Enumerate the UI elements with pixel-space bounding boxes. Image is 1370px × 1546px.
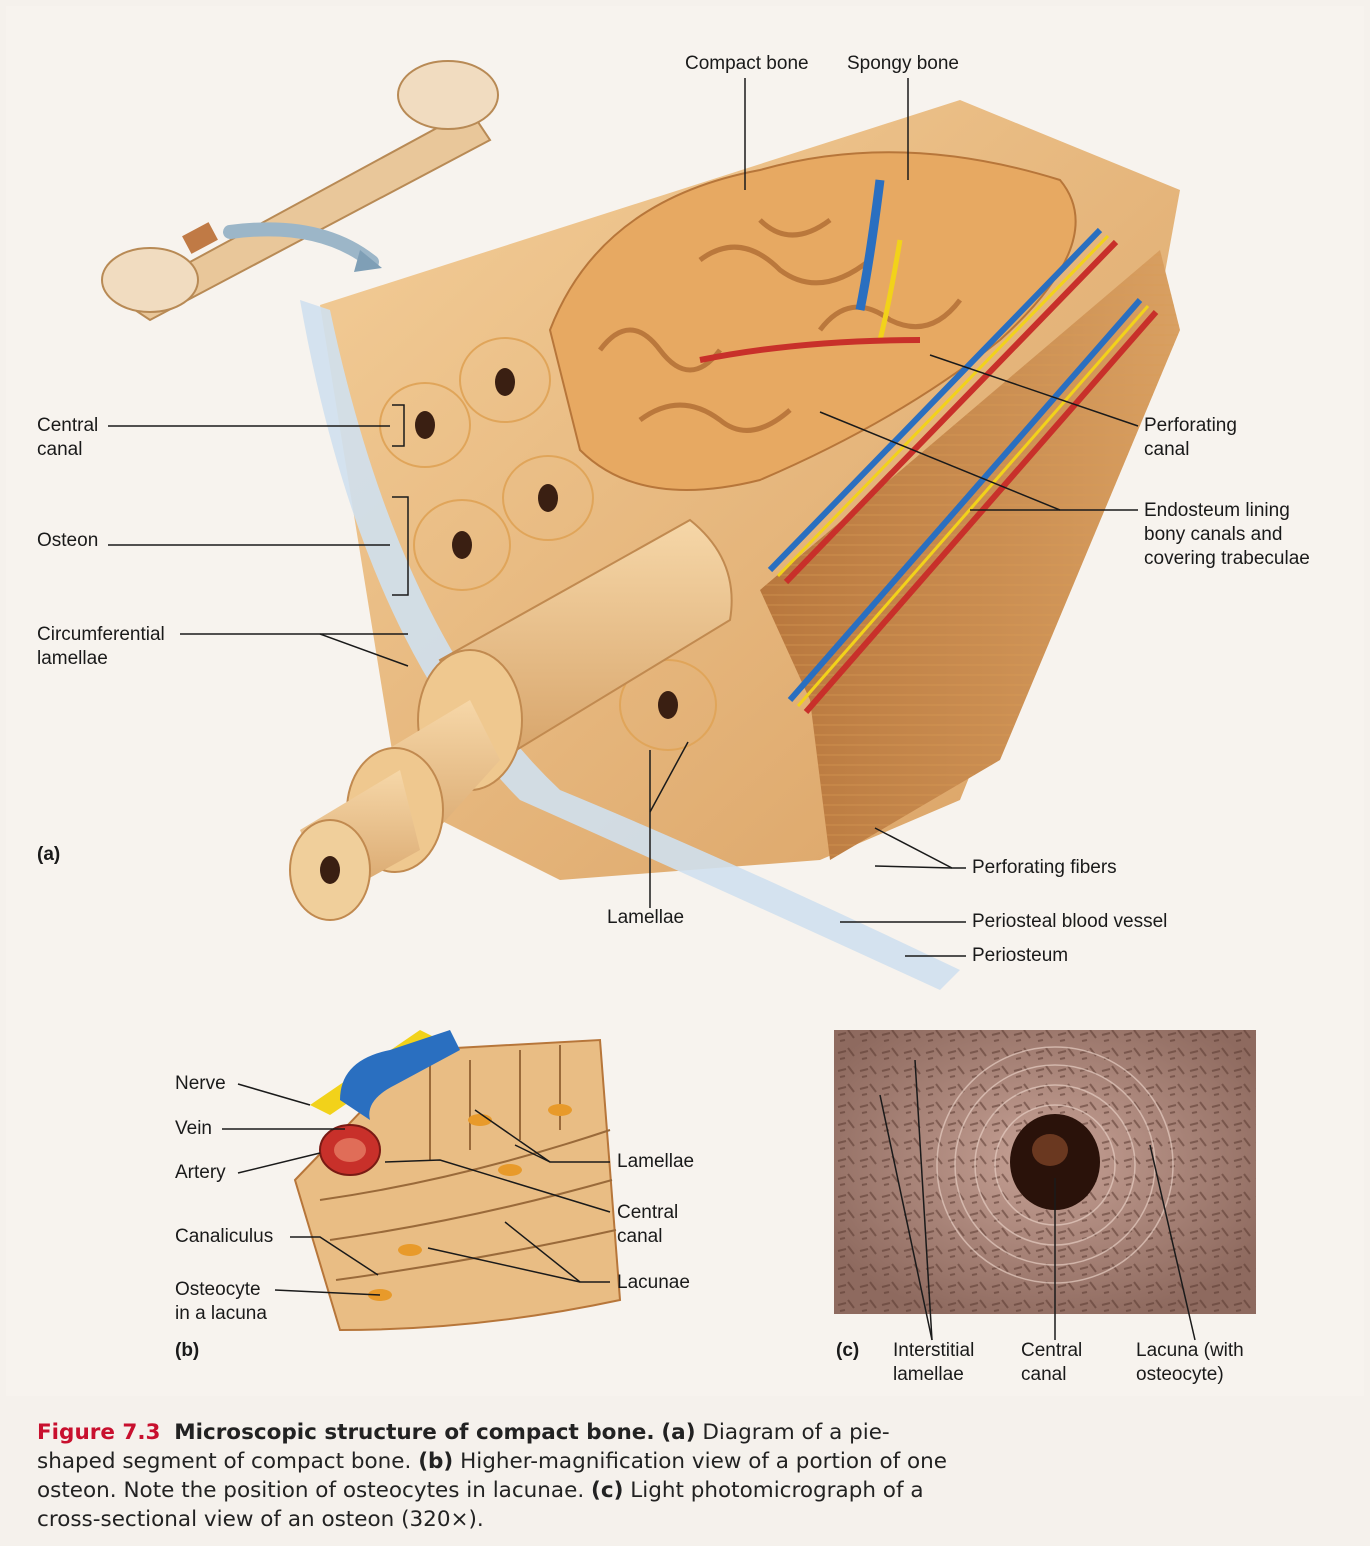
label-central-canal-c: Central canal bbox=[1021, 1339, 1082, 1387]
label-circumferential-lamellae: Circumferential lamellae bbox=[37, 623, 165, 671]
label-canaliculus: Canaliculus bbox=[175, 1225, 273, 1249]
osteon-closeup bbox=[295, 1030, 620, 1330]
bone-illustration bbox=[0, 0, 1370, 1410]
part-c-label: (c) bbox=[836, 1340, 859, 1362]
label-lamellae-a: Lamellae bbox=[607, 906, 684, 930]
label-endosteum: Endosteum lining bony canals and coverin… bbox=[1144, 499, 1310, 571]
caption-c-tag: (c) bbox=[591, 1478, 623, 1503]
label-nerve: Nerve bbox=[175, 1072, 226, 1096]
caption-a-tag: (a) bbox=[661, 1420, 695, 1445]
label-central-canal-b: Central canal bbox=[617, 1201, 678, 1249]
caption-b-tag: (b) bbox=[418, 1449, 453, 1474]
label-artery: Artery bbox=[175, 1161, 226, 1185]
label-spongy-bone: Spongy bone bbox=[847, 52, 959, 76]
label-osteocyte: Osteocyte in a lacuna bbox=[175, 1278, 267, 1326]
figure-caption: Figure 7.3 Microscopic structure of comp… bbox=[37, 1418, 967, 1534]
label-perforating-canal: Perforating canal bbox=[1144, 414, 1237, 462]
label-lacunae: Lacunae bbox=[617, 1271, 690, 1295]
label-periosteum: Periosteum bbox=[972, 944, 1068, 968]
part-a-label: (a) bbox=[37, 844, 60, 866]
label-periosteal-blood-vessel: Periosteal blood vessel bbox=[972, 910, 1167, 934]
label-lamellae-b: Lamellae bbox=[617, 1150, 694, 1174]
label-central-canal: Central canal bbox=[37, 414, 98, 462]
figure-number: Figure 7.3 bbox=[37, 1420, 161, 1445]
part-b-label: (b) bbox=[175, 1340, 199, 1362]
label-osteon: Osteon bbox=[37, 529, 98, 553]
label-interstitial-lamellae: Interstitial lamellae bbox=[893, 1339, 974, 1387]
label-perforating-fibers: Perforating fibers bbox=[972, 856, 1117, 880]
label-lacuna-osteocyte: Lacuna (with osteocyte) bbox=[1136, 1339, 1244, 1387]
photomicrograph bbox=[834, 1030, 1256, 1314]
label-compact-bone: Compact bone bbox=[685, 52, 809, 76]
caption-title: Microscopic structure of compact bone. bbox=[174, 1420, 654, 1445]
label-vein: Vein bbox=[175, 1117, 212, 1141]
